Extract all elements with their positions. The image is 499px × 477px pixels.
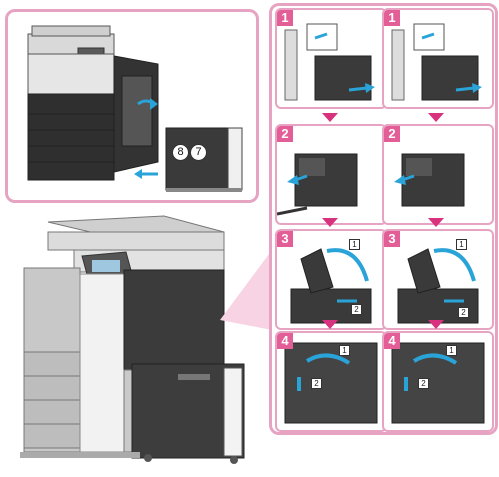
next-step-arrow bbox=[322, 113, 338, 122]
step-right-4: 4 1 2 bbox=[382, 331, 494, 432]
callout-8: 8 bbox=[172, 144, 189, 161]
label-box: 2 bbox=[351, 304, 362, 315]
step-number: 3 bbox=[384, 231, 400, 247]
step-number: 1 bbox=[277, 10, 293, 26]
label-box: 2 bbox=[311, 378, 322, 389]
label-box: 1 bbox=[456, 239, 467, 250]
step-number: 4 bbox=[384, 333, 400, 349]
next-step-arrow bbox=[428, 218, 444, 227]
step-right-3: 3 1 2 bbox=[382, 229, 494, 330]
next-step-arrow bbox=[428, 320, 444, 329]
tray-pull-illustration bbox=[284, 23, 375, 101]
door-open-illustration bbox=[277, 153, 358, 216]
door-open-illustration bbox=[394, 153, 465, 207]
overview-panel: 8 7 bbox=[5, 9, 259, 203]
callout-7: 7 bbox=[190, 144, 207, 161]
step-right-2: 2 bbox=[382, 124, 494, 225]
step-number: 2 bbox=[384, 126, 400, 142]
step-number: 3 bbox=[277, 231, 293, 247]
step-left-3: 3 1 2 bbox=[275, 229, 387, 330]
printer-open-illustration bbox=[27, 25, 243, 192]
lever-release-illustration bbox=[391, 342, 485, 424]
cover-lift-illustration bbox=[290, 248, 372, 324]
step-number: 2 bbox=[277, 126, 293, 142]
step-right-1: 1 bbox=[382, 8, 494, 109]
next-step-arrow bbox=[428, 113, 444, 122]
step-number: 4 bbox=[277, 333, 293, 349]
tray-pull-illustration bbox=[391, 23, 482, 101]
printer-large-illustration bbox=[20, 215, 245, 464]
cover-lift-illustration bbox=[397, 248, 479, 324]
step-left-1: 1 bbox=[275, 8, 387, 109]
callout-connector bbox=[220, 250, 272, 330]
label-box: 2 bbox=[418, 378, 429, 389]
next-step-arrow bbox=[322, 320, 338, 329]
step-number: 1 bbox=[384, 10, 400, 26]
next-step-arrow bbox=[322, 218, 338, 227]
label-box: 1 bbox=[446, 345, 457, 356]
label-box: 1 bbox=[349, 239, 360, 250]
step-left-4: 4 1 2 bbox=[275, 331, 387, 432]
label-box: 2 bbox=[458, 307, 469, 318]
label-box: 1 bbox=[339, 345, 350, 356]
step-left-2: 2 bbox=[275, 124, 387, 225]
lever-release-illustration bbox=[284, 342, 378, 424]
